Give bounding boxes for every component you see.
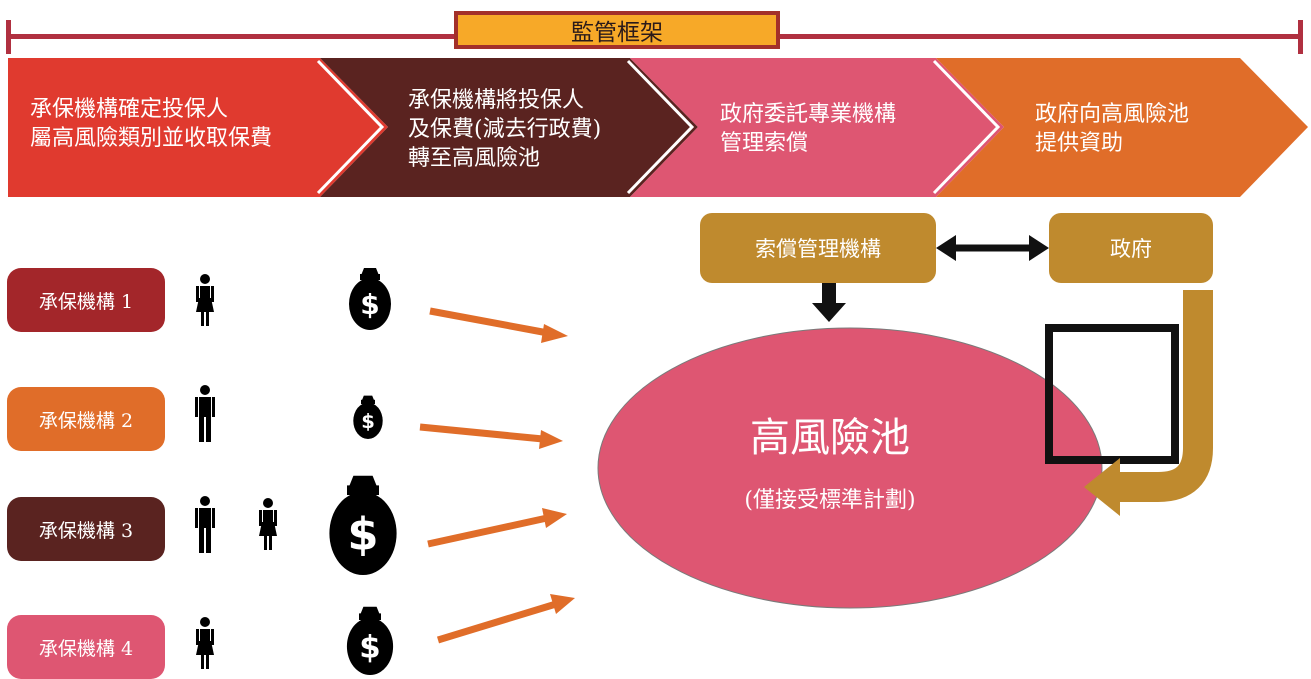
double-arrow-icon [936,235,1049,261]
process-chevrons [8,58,1308,197]
step-3-chevron [630,58,1004,197]
framework-line-right-cap [1298,20,1303,54]
funding-uturn-arrow-icon [1084,290,1213,516]
government-box: 政府 [1049,213,1213,283]
insurer-2-box: 承保機構 2 [7,387,165,451]
svg-text:$: $ [347,507,378,560]
down-arrow-icon [812,283,846,322]
woman-icon [259,498,277,550]
framework-line-left-cap [6,20,11,54]
insurer-4-box: 承保機構 4 [7,615,165,679]
outline-square [1045,324,1179,464]
insurer-3-box: 承保機構 3 [7,497,165,561]
step-2-chevron [320,58,698,197]
pool-subtitle: (僅接受標準計劃) [744,488,916,513]
insurer-1-box: 承保機構 1 [7,268,165,332]
money-bag-icon: $ [353,395,383,439]
framework-title: 監管框架 [454,11,780,49]
money-bag-icon: $ [329,475,397,575]
woman-icon [196,617,214,669]
arrow-2-icon [419,423,563,449]
step-4-chevron [936,58,1308,197]
svg-text:$: $ [361,410,375,433]
high-risk-pool-ellipse [597,327,1103,609]
svg-text:$: $ [360,288,379,321]
arrow-3-icon [427,508,567,548]
man-icon [195,496,215,553]
step-1-chevron [8,58,388,197]
woman-icon [196,274,214,326]
arrow-1-icon [429,307,568,343]
step-2-text: 承保機構將投保人 及保費(減去行政費) 轉至高風險池 [408,88,602,171]
svg-text:$: $ [359,629,380,665]
arrow-4-icon [436,594,575,644]
money-bag-icon: $ [346,606,394,675]
claims-agency-box: 索償管理機構 [700,213,936,283]
step-4-text: 政府向高風險池 提供資助 [1035,102,1190,156]
step-1-text: 承保機構確定投保人 屬高風險類別並收取保費 [30,97,273,151]
step-3-text: 政府委託專業機構 管理索償 [720,102,897,156]
man-icon [195,385,215,442]
money-bag-icon: $ [349,268,391,330]
pool-title: 高風險池 [750,415,910,461]
